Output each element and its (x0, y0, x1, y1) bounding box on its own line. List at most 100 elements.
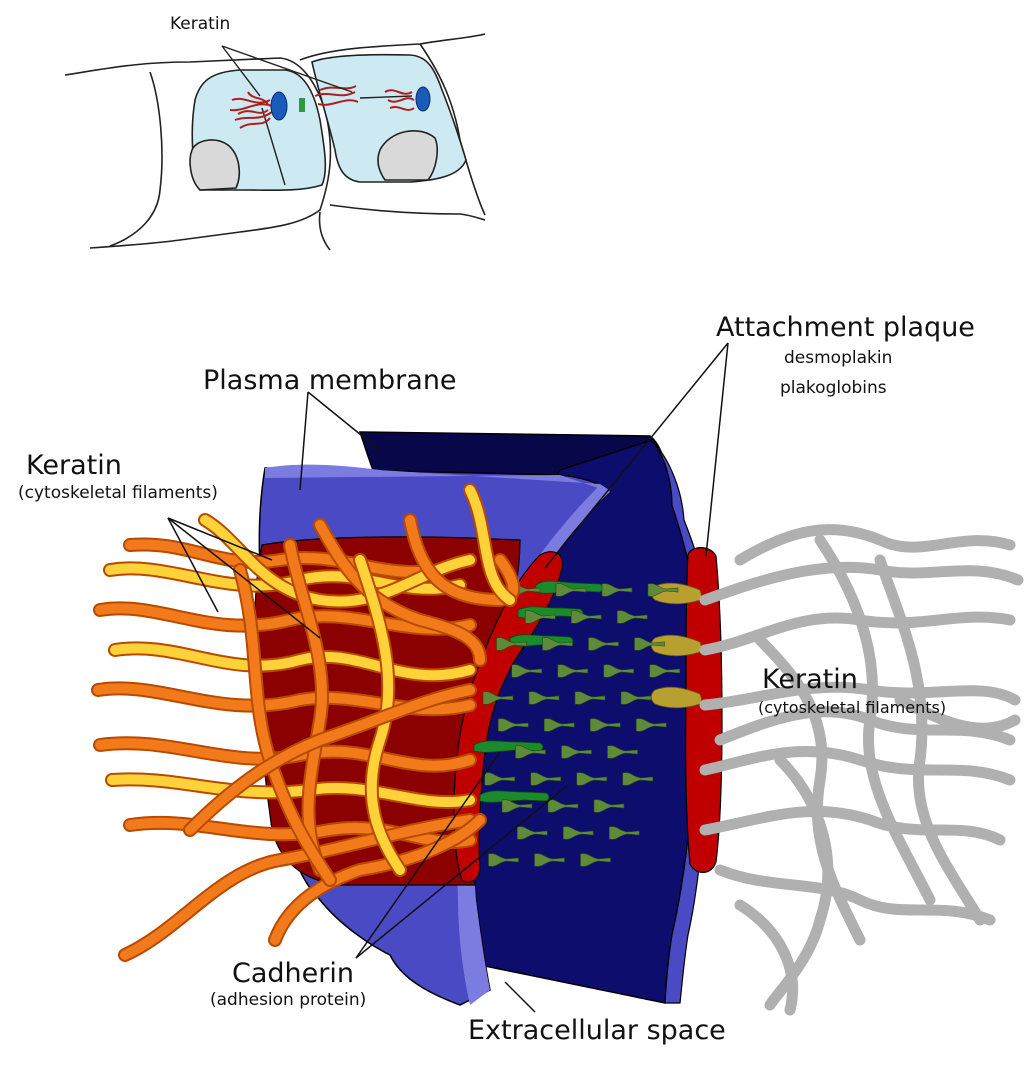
cadherin-sublabel: (adhesion protein) (210, 990, 367, 1010)
keratin-filaments-left (91, 483, 521, 962)
cadherin-peg (534, 853, 565, 867)
keratin-filament-left (465, 485, 515, 605)
plakoglobins-label: plakoglobins (780, 378, 887, 398)
keratin-filament-left (285, 540, 328, 875)
plasma-membrane-label: Plasma membrane (203, 365, 457, 396)
cadherin-peg (484, 772, 516, 786)
keratin-filament-left (235, 565, 335, 885)
keratin-filament-right (699, 805, 1006, 846)
cadherin-peg (588, 637, 619, 651)
cadherin-array (482, 583, 681, 867)
cadherin-peg (620, 691, 652, 705)
cadherin-peg (593, 799, 625, 813)
cadherin-peg (497, 718, 529, 732)
cadherin-peg (515, 745, 546, 759)
cadherin-peg (574, 691, 606, 705)
leader-plasma-membrane-1 (299, 391, 309, 491)
cadherin-peg (608, 826, 640, 840)
leader-attachment-plaque-2 (705, 342, 729, 557)
keratin-filament-right (699, 745, 1016, 786)
cadherin-peg (576, 772, 608, 786)
cadherin-peg (616, 610, 648, 624)
desmoplakin-label: desmoplakin (784, 348, 893, 368)
keratin-left-label: Keratin (26, 450, 122, 481)
keratin-filament-left (125, 539, 445, 578)
overview-keratin-leader-1 (221, 45, 261, 97)
cadherin-peg (528, 691, 560, 705)
leader-lines (167, 342, 729, 1013)
cadherin-peg (543, 718, 575, 732)
cadherin-peg (607, 745, 638, 759)
overview-cell-outline-left-top (109, 71, 163, 247)
keratin-filament-left (405, 515, 519, 606)
keratin-filament-right (754, 634, 866, 946)
cadherin-peg (530, 772, 562, 786)
cadherin-peg (557, 664, 589, 678)
cadherin-peg (622, 772, 654, 786)
leader-keratin-left-1 (167, 517, 273, 561)
keratin-filament-left (315, 520, 485, 665)
overview-keratin-leader-2 (221, 45, 353, 93)
cadherin-peg (511, 664, 543, 678)
keratin-filament-left (120, 815, 475, 960)
cadherin-peg (516, 826, 548, 840)
cadherin-peg (561, 745, 592, 759)
cadherin-peg (555, 583, 587, 597)
leader-cadherin-1 (355, 751, 501, 959)
overview-vacuole-left (189, 139, 241, 191)
cadherin-peg (634, 637, 665, 651)
overview-keratin-label: Keratin (170, 14, 231, 34)
overview-desmosome (299, 98, 305, 112)
cadherin-label: Cadherin (232, 958, 354, 989)
leader-keratin-left-3 (167, 517, 219, 613)
keratin-filaments-right (699, 524, 1024, 1016)
overview-nucleus-left (270, 91, 288, 121)
leader-extracellular (504, 981, 536, 1013)
cadherin-peg (482, 691, 514, 705)
leader-cadherin-2 (355, 784, 569, 959)
overview-keratin-left (229, 91, 273, 129)
cadherin-peg (649, 664, 681, 678)
extracellular-space-label: Extracellular space (468, 1015, 726, 1046)
cadherin-peg (647, 583, 679, 597)
keratin-filament-right (734, 524, 1016, 566)
cadherin-peg (603, 664, 635, 678)
leader-plasma-membrane-2 (307, 391, 383, 453)
cadherin-peg (570, 610, 602, 624)
keratin-filament-right (699, 561, 1024, 606)
leader-attachment-plaque-1 (544, 342, 729, 569)
overview-cells (64, 33, 486, 251)
cadherin-peg (589, 718, 621, 732)
cadherin-peg (562, 826, 594, 840)
keratin-filament-left (270, 815, 485, 945)
overview-nucleus-right (415, 86, 431, 112)
overview-vacuole-right (377, 130, 438, 181)
cadherin-peg (488, 853, 519, 867)
cadherin-peg (635, 718, 667, 732)
left-membrane-edge (457, 487, 610, 1005)
overview-cell-outline-left (64, 57, 332, 249)
keratin-filament-right (714, 864, 996, 926)
cadherin-peg (547, 799, 579, 813)
keratin-filament-right (764, 754, 834, 1011)
keratin-filament-right (734, 899, 799, 1016)
overview-keratin-right (314, 85, 415, 111)
keratin-filament-left (185, 685, 475, 835)
left-membrane-rim (265, 464, 610, 492)
keratin-filament-right (894, 694, 1021, 734)
keratin-right-label: Keratin (762, 664, 858, 695)
cadherin-peg (501, 799, 533, 813)
attachment-plaque-label: Attachment plaque (716, 312, 975, 343)
keratin-right-sublabel: (cytoskeletal filaments) (758, 698, 947, 717)
leader-keratin-left-2 (167, 517, 321, 639)
cadherin-peg (524, 610, 556, 624)
keratin-filament-right (874, 554, 986, 926)
keratin-filament-left (110, 643, 475, 681)
cadherin-peg (601, 583, 633, 597)
keratin-filament-left (355, 555, 405, 875)
cadherin-peg (542, 637, 573, 651)
keratin-filament-left (95, 603, 475, 634)
cadherin-peg (580, 853, 611, 867)
overview-fiber-right (359, 95, 413, 99)
